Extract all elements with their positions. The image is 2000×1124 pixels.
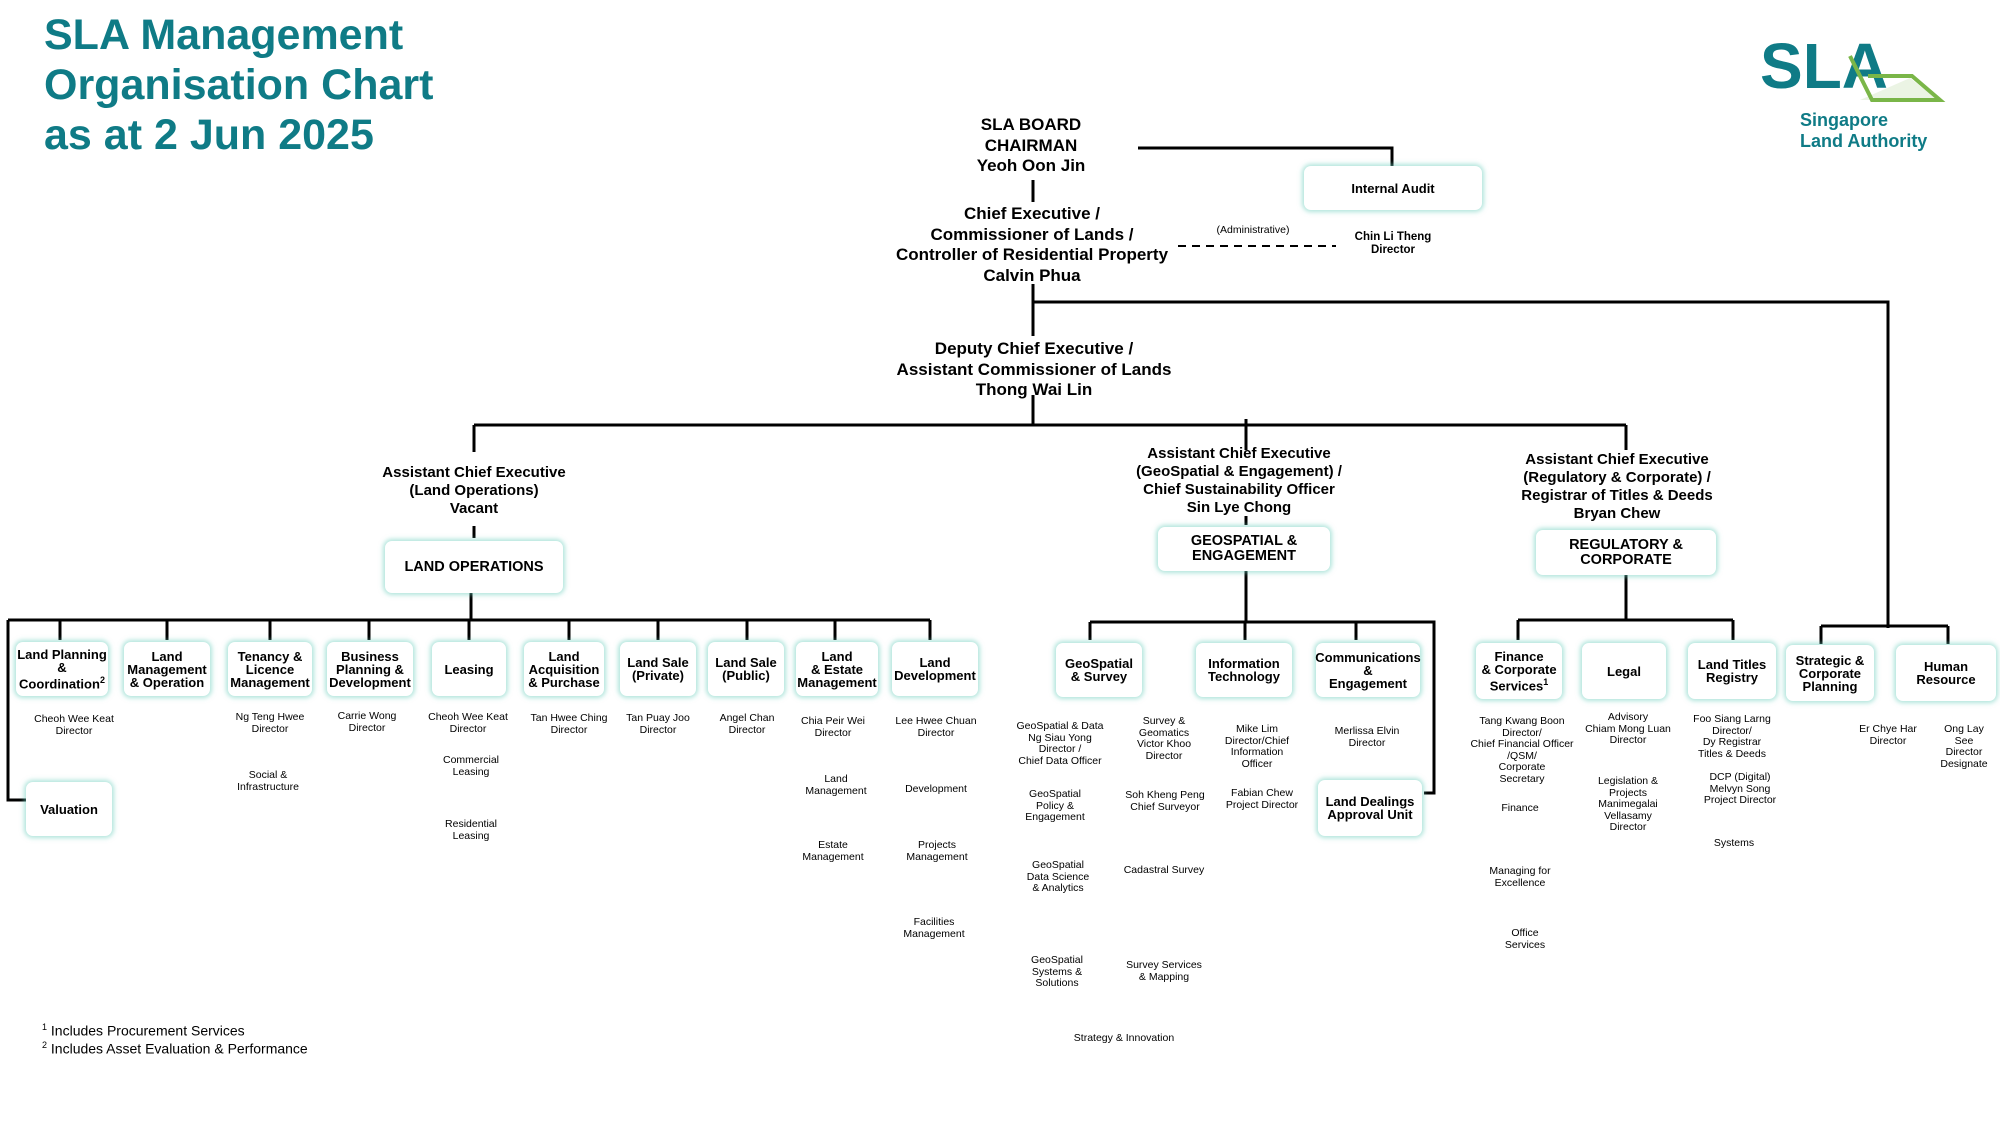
hr-director: Ong Lay See Director Designate xyxy=(1940,723,1988,770)
estate-director: Chia Peir Wei Director xyxy=(801,715,865,739)
development-projects: Projects Management xyxy=(906,839,968,863)
tenancy-director: Ng Teng Hwee Director xyxy=(235,711,305,735)
geospatial-engagement-box: GEOSPATIAL & ENGAGEMENT xyxy=(1158,527,1330,571)
geospatial-policy: GeoSpatial Policy & Engagement xyxy=(1025,788,1085,823)
business-planning-director: Carrie Wong Director xyxy=(337,710,397,734)
unit-land-sale-private: Land Sale (Private) xyxy=(620,642,696,696)
board-chairman: SLA BOARD CHAIRMAN Yeoh Oon Jin xyxy=(976,115,1086,175)
unit-land-management-operation: Land Management & Operation xyxy=(124,642,210,696)
unit-land-titles-registry: Land Titles Registry xyxy=(1688,643,1776,699)
footnote-2: 2 Includes Asset Evaluation & Performanc… xyxy=(42,1040,308,1057)
geospatial-systems: GeoSpatial Systems & Solutions xyxy=(1031,954,1083,989)
development-facilities: Facilities Management xyxy=(903,916,965,940)
unit-land-sale-public: Land Sale (Public) xyxy=(708,642,784,696)
titles-systems: Systems xyxy=(1713,837,1755,849)
internal-audit-box: Internal Audit xyxy=(1304,166,1482,210)
finance-director: Tang Kwang Boon Director/ Chief Financia… xyxy=(1470,715,1574,785)
finance-office-services: Office Services xyxy=(1504,927,1546,951)
unit-land-development: Land Development xyxy=(892,642,978,696)
unit-land-planning: Land Planning & Coordination2 xyxy=(16,642,108,696)
chief-surveyor: Soh Kheng Peng Chief Surveyor xyxy=(1125,789,1205,813)
finance-managing-excellence: Managing for Excellence xyxy=(1489,865,1551,889)
unit-tenancy-licence: Tenancy & Licence Management xyxy=(228,642,312,696)
unit-land-dealings-approval: Land Dealings Approval Unit xyxy=(1318,780,1422,836)
survey-geomatics-director: Survey & Geomatics Victor Khoo Director xyxy=(1136,715,1192,762)
tenancy-social-infrastructure: Social & Infrastructure xyxy=(237,769,299,793)
footnote-1: 1 Includes Procurement Services xyxy=(42,1022,245,1039)
ace-regulatory-corporate: Assistant Chief Executive (Regulatory & … xyxy=(1521,451,1713,522)
leasing-director: Cheoh Wee Keat Director xyxy=(428,711,508,735)
unit-strategic-corporate-planning: Strategic & Corporate Planning xyxy=(1786,645,1874,701)
regulatory-corporate-box: REGULATORY & CORPORATE xyxy=(1536,530,1716,575)
titles-director: Foo Siang Larng Director/ Dy Registrar T… xyxy=(1693,713,1771,760)
leasing-commercial: Commercial Leasing xyxy=(442,754,500,778)
unit-finance-corporate-services: Finance & Corporate Services1 xyxy=(1476,643,1562,699)
unit-information-technology: Information Technology xyxy=(1196,643,1292,697)
acquisition-director: Tan Hwee Ching Director xyxy=(530,712,608,736)
sla-logo: SLA xyxy=(1760,30,1946,102)
administrative-note: (Administrative) xyxy=(1216,224,1290,236)
strategic-director: Er Chye Har Director xyxy=(1859,723,1917,747)
development-development: Development xyxy=(905,783,967,795)
comms-director: Merlissa Elvin Director xyxy=(1334,725,1400,749)
unit-land-acquisition: Land Acquisition & Purchase xyxy=(524,642,604,696)
estate-land-management: Land Management xyxy=(805,773,867,797)
strategy-innovation: Strategy & Innovation xyxy=(1073,1032,1175,1044)
unit-geospatial-survey: GeoSpatial & Survey xyxy=(1056,643,1142,697)
unit-land-estate-management: Land & Estate Management xyxy=(796,642,878,696)
logo-name: Singapore Land Authority xyxy=(1800,110,1928,151)
unit-business-planning: Business Planning & Development xyxy=(327,642,413,696)
unit-valuation: Valuation xyxy=(26,782,112,836)
survey-services-mapping: Survey Services & Mapping xyxy=(1126,959,1202,983)
land-operations-box: LAND OPERATIONS xyxy=(385,541,563,593)
sale-public-director: Angel Chan Director xyxy=(719,712,775,736)
unit-leasing: Leasing xyxy=(432,642,506,696)
it-director: Mike Lim Director/Chief Information Offi… xyxy=(1224,723,1290,770)
legal-advisory-director: Advisory Chiam Mong Luan Director xyxy=(1585,711,1671,746)
unit-human-resource: Human Resource xyxy=(1896,645,1996,701)
land-planning-director: Cheoh Wee Keat Director xyxy=(34,713,114,737)
geospatial-data-science: GeoSpatial Data Science & Analytics xyxy=(1026,859,1090,894)
development-director: Lee Hwee Chuan Director xyxy=(895,715,977,739)
legal-legislation-director: Legislation & Projects Manimegalai Vella… xyxy=(1597,775,1659,833)
unit-communications-engagement: Communications & Engagement xyxy=(1315,643,1421,697)
leasing-residential: Residential Leasing xyxy=(445,818,497,842)
estate-estate-management: Estate Management xyxy=(802,839,864,863)
it-project-director: Fabian Chew Project Director xyxy=(1225,787,1299,811)
finance-finance: Finance xyxy=(1501,802,1539,814)
titles-dcp-digital: DCP (Digital) Melvyn Song Project Direct… xyxy=(1703,771,1777,806)
internal-audit-director: Chin Li Theng Director xyxy=(1354,231,1432,256)
page-title: SLA Management Organisation Chart as at … xyxy=(44,11,434,159)
ace-land-operations: Assistant Chief Executive (Land Operatio… xyxy=(382,464,566,517)
sale-private-director: Tan Puay Joo Director xyxy=(626,712,690,736)
geospatial-data-director: GeoSpatial & Data Ng Siau Yong Director … xyxy=(1016,720,1104,767)
cadastral-survey: Cadastral Survey xyxy=(1123,864,1205,876)
deputy-chief-executive: Deputy Chief Executive / Assistant Commi… xyxy=(896,339,1172,399)
unit-legal: Legal xyxy=(1582,643,1666,699)
ace-geospatial-engagement: Assistant Chief Executive (GeoSpatial & … xyxy=(1136,445,1342,516)
chief-executive: Chief Executive / Commissioner of Lands … xyxy=(895,204,1169,285)
